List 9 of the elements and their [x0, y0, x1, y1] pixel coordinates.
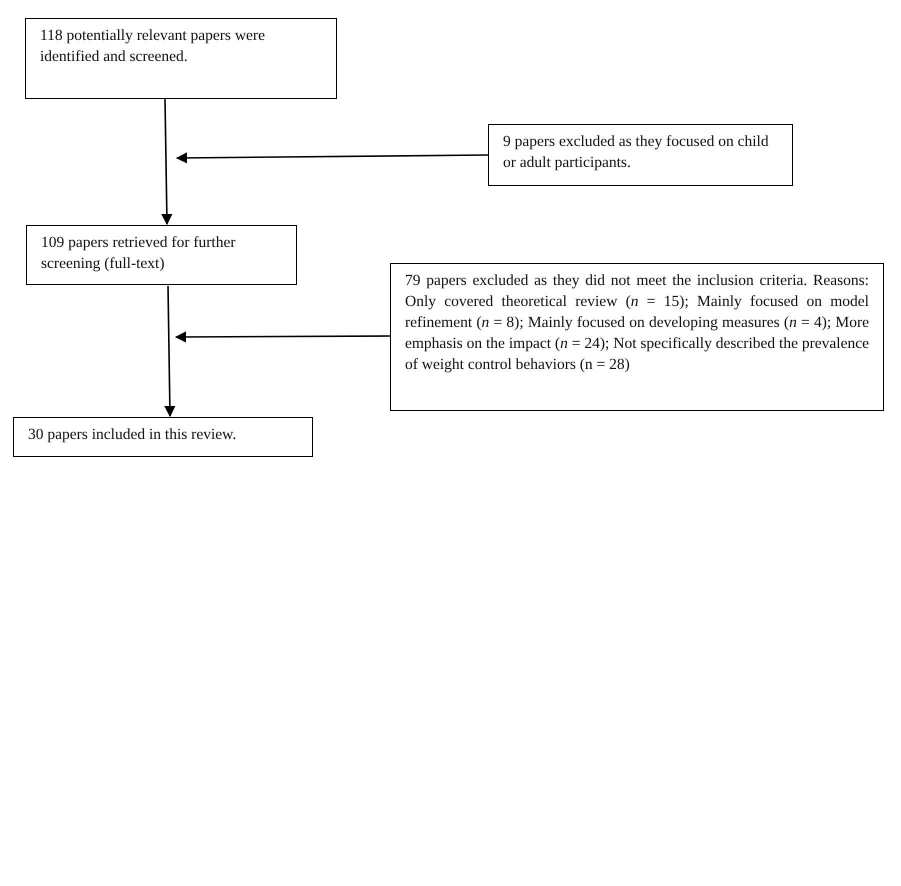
exclusion-box: 79 papers excluded as they did not meet the inclusion criteria. Reasons: Only covered theoretical review (n = 15); Mainly focused on model refinement (n = 8); Mainly focused on developing measures (n = 4); More emphasis on the impact (n = 24); Not specifically described the prevalence of weight control behaviors (n = 28): [390, 263, 884, 411]
process-box: 109 papers retrieved for further screening (full-text): [26, 225, 297, 285]
process-box: 30 papers included in this review.: [13, 417, 313, 457]
process-box: 118 potentially relevant papers were identified and screened.: [25, 18, 337, 99]
exclusion-box: 9 papers excluded as they focused on child or adult participants.: [488, 124, 793, 186]
arrow: [174, 331, 390, 343]
arrow: [164, 286, 176, 418]
arrow: [161, 98, 172, 226]
arrow: [176, 152, 488, 164]
